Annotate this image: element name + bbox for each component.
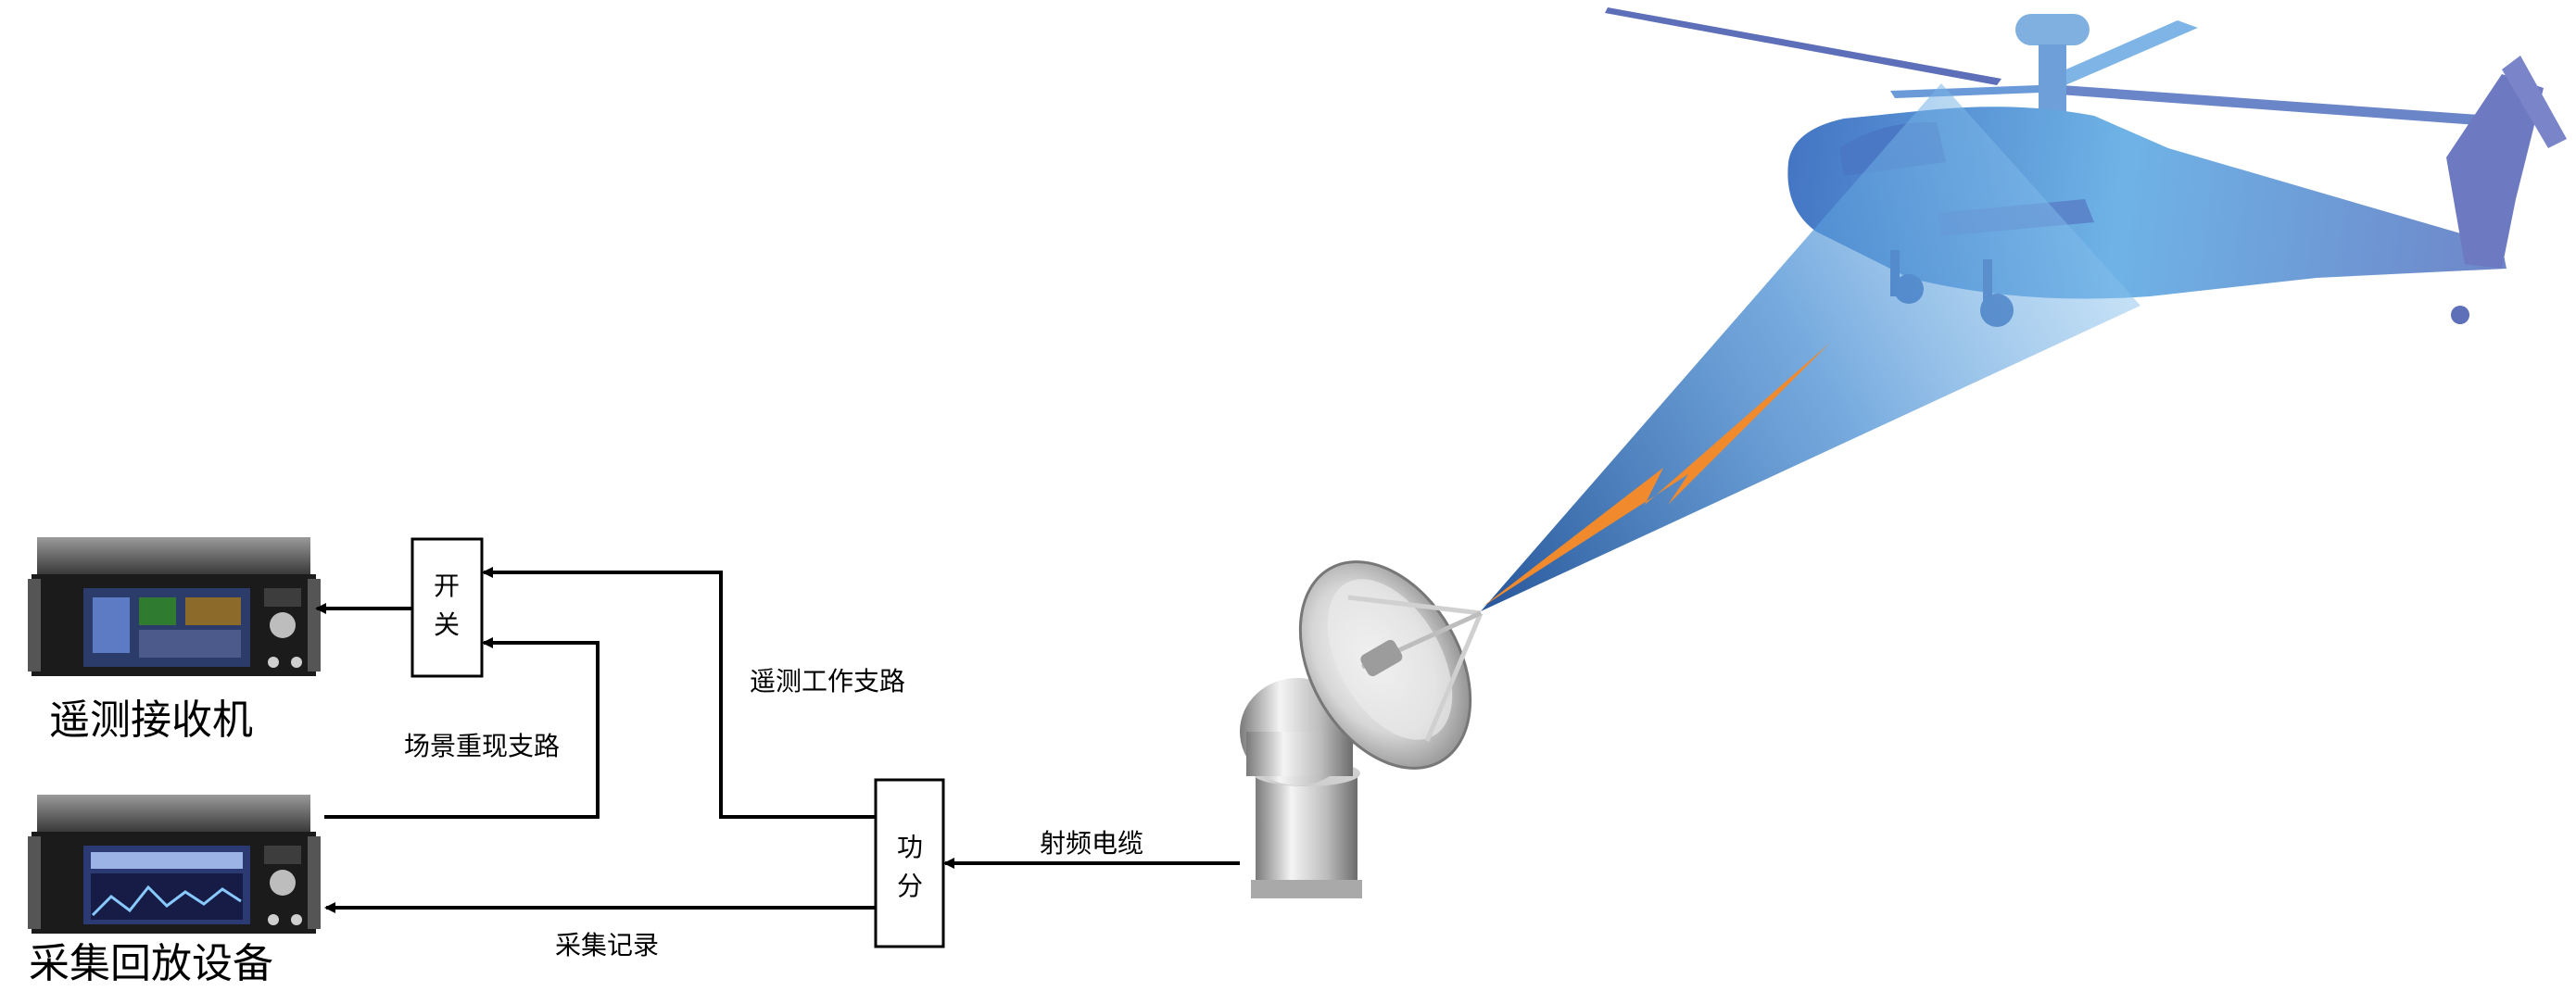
telemetry-work-path-label: 遥测工作支路 (750, 666, 905, 697)
capture-record-label: 采集记录 (555, 930, 659, 960)
splitter-block (874, 778, 945, 948)
telemetry-beam (1481, 83, 2140, 611)
recorder-label: 采集回放设备 (29, 940, 273, 987)
splitter-label-2: 分 (897, 871, 923, 901)
connection-lines (315, 567, 1240, 913)
splitter-label-1: 功 (897, 832, 923, 862)
satellite-dish-antenna-icon (1240, 560, 1484, 898)
switch-label-1: 开 (434, 571, 460, 601)
receiver-label: 遥测接收机 (49, 697, 253, 744)
scene-replay-path-label: 场景重现支路 (404, 731, 560, 761)
rack-instrument-icon (28, 537, 321, 934)
rf-cable-label: 射频电缆 (1040, 828, 1143, 859)
lightning-icon (1483, 343, 1830, 607)
switch-block (410, 537, 484, 678)
switch-label-2: 关 (434, 609, 460, 640)
